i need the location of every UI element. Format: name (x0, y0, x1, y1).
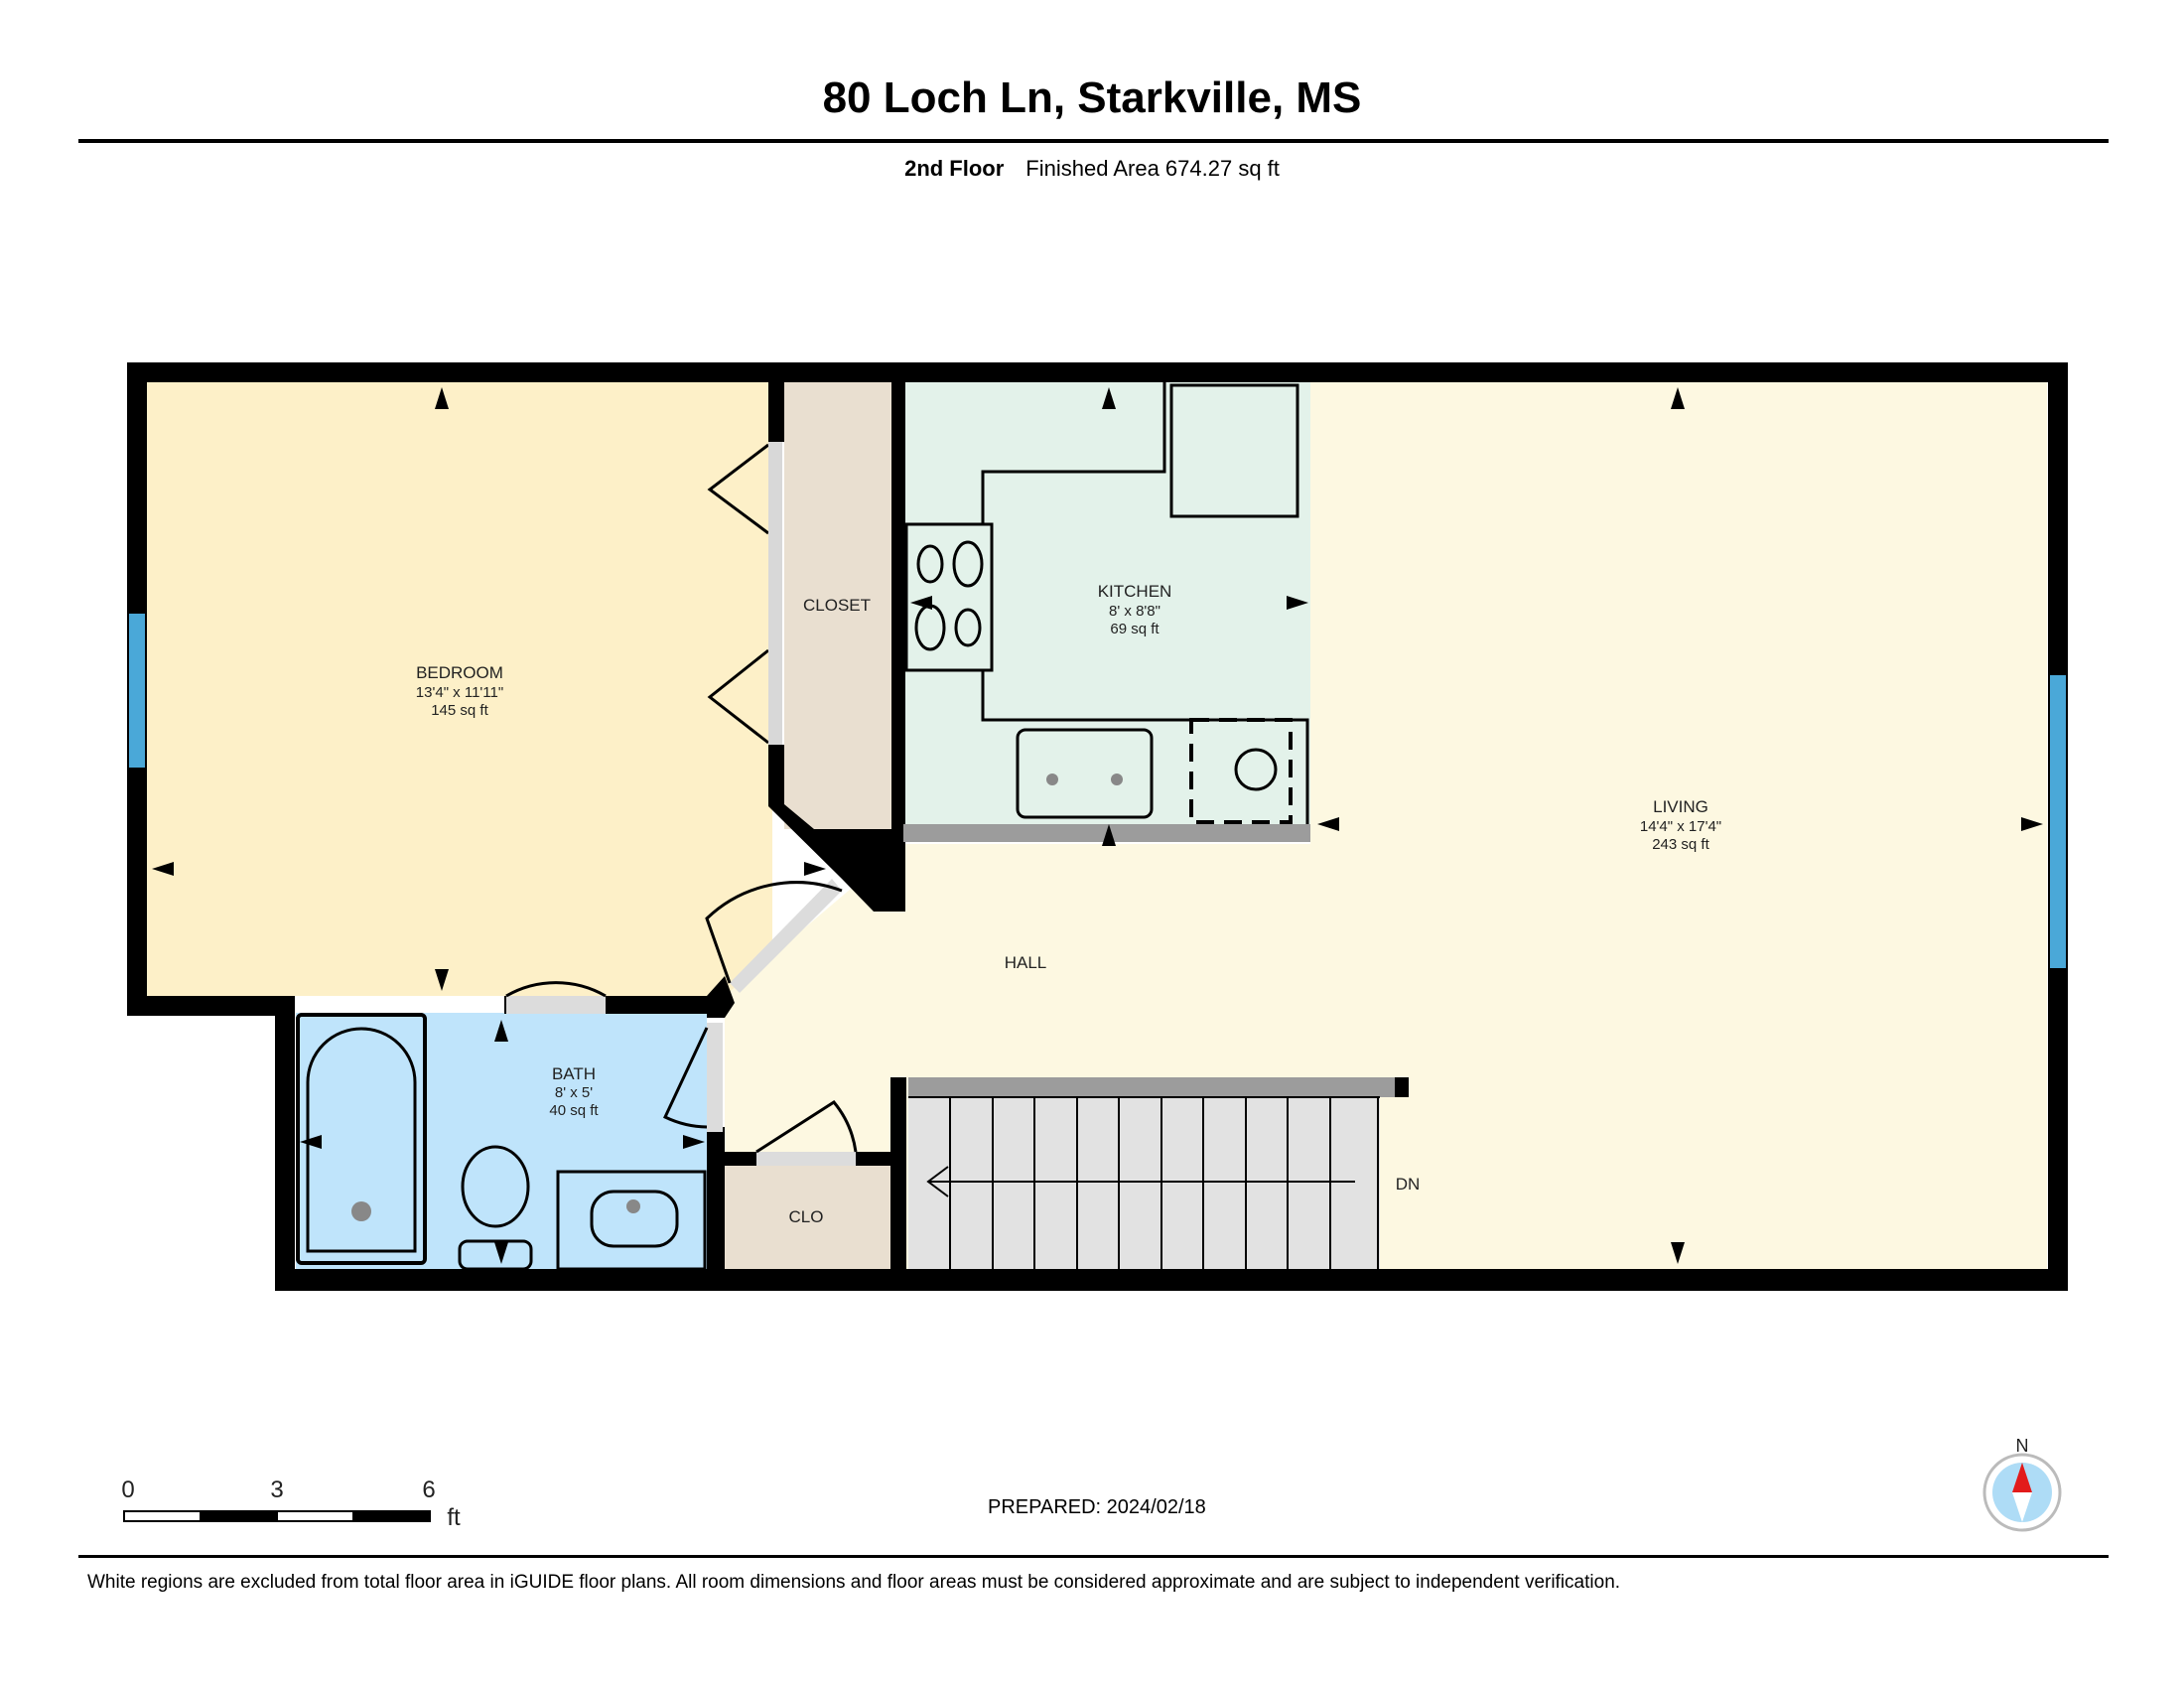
bath-area (296, 1013, 707, 1269)
window-east (2050, 675, 2066, 968)
bedroom-area-label: 145 sq ft (431, 702, 488, 719)
prepared-date: PREPARED: 2024/02/18 (988, 1496, 1206, 1518)
dimension-arrows (152, 387, 2043, 1264)
kitchen-name: KITCHEN (1098, 582, 1172, 601)
bedroom-door-swing (705, 881, 843, 984)
bath-side-door (707, 1023, 723, 1132)
vanity (556, 1170, 707, 1271)
dishwasher (1189, 718, 1293, 824)
window-west (129, 614, 145, 768)
kitchen-area-label: 69 sq ft (1110, 621, 1160, 637)
hall-name: HALL (1005, 953, 1047, 972)
living-area-label: 243 sq ft (1652, 836, 1709, 853)
vanity-drain (626, 1199, 640, 1213)
living-dims: 14'4" x 17'4" (1640, 818, 1721, 835)
kitchen-cabinets (981, 382, 1309, 824)
stairs-down-label: DN (1396, 1175, 1421, 1194)
bedroom-door (730, 879, 842, 993)
dishwasher-circle (1234, 748, 1278, 791)
kitchen-sink (1016, 728, 1154, 819)
stair-rail (908, 1077, 1400, 1097)
finished-area: Finished Area 674.27 sq ft (1025, 156, 1280, 181)
closet-opening (768, 442, 782, 745)
clo-name: CLO (789, 1207, 824, 1226)
closet-area (784, 382, 891, 829)
floor-subtitle: 2nd Floor Finished Area 674.27 sq ft (0, 156, 2184, 182)
bedroom-name: BEDROOM (416, 663, 503, 682)
refrigerator (1169, 383, 1299, 518)
bedroom-area (147, 382, 772, 996)
closet-bifold-doors (707, 443, 769, 745)
page-title: 80 Loch Ln, Starkville, MS (822, 73, 1362, 122)
bathtub (296, 1013, 427, 1265)
compass-north-label: N (2016, 1436, 2029, 1456)
stair-treads (908, 1096, 1380, 1269)
vanity-sink (590, 1190, 679, 1248)
bath-area-label: 40 sq ft (549, 1102, 599, 1119)
sink-drains (1046, 774, 1123, 785)
compass-icon (1982, 1453, 2062, 1532)
bath-name: BATH (552, 1064, 596, 1083)
stair-post (1395, 1077, 1409, 1097)
walls (127, 362, 2068, 1291)
clo-door-swing (755, 1100, 858, 1154)
clo-door (756, 1152, 856, 1166)
kitchen-dims: 8' x 8'8" (1109, 603, 1160, 620)
toilet (461, 1145, 530, 1228)
floor-name: 2nd Floor (904, 156, 1005, 181)
bath-top-door-swing (505, 981, 607, 998)
scale-tick-0: 0 (121, 1477, 134, 1503)
stove-burners (914, 540, 984, 651)
staircase (908, 1097, 1380, 1269)
bath-top-door (506, 996, 606, 1014)
footer-divider (78, 1555, 2109, 1558)
stove (904, 522, 994, 672)
closet-name: CLOSET (803, 596, 871, 615)
bathtub-drain (351, 1201, 371, 1221)
scale-bar (123, 1510, 431, 1522)
living-name: LIVING (1653, 797, 1708, 816)
toilet-tank (458, 1239, 533, 1271)
bath-side-door-swing (663, 1027, 709, 1129)
scale-tick-6: 6 (422, 1477, 435, 1503)
bathtub-basin (306, 1027, 417, 1253)
bath-dims: 8' x 5' (555, 1084, 593, 1101)
stair-direction-arrow (926, 1166, 1355, 1197)
bedroom-dims: 13'4" x 11'11" (416, 684, 503, 701)
scale-unit: ft (447, 1504, 461, 1531)
clo-area (722, 1162, 890, 1269)
header-divider (78, 139, 2109, 143)
disclaimer-text: White regions are excluded from total fl… (87, 1572, 1621, 1593)
living-area (1310, 382, 2047, 1269)
scale-tick-3: 3 (270, 1477, 283, 1503)
